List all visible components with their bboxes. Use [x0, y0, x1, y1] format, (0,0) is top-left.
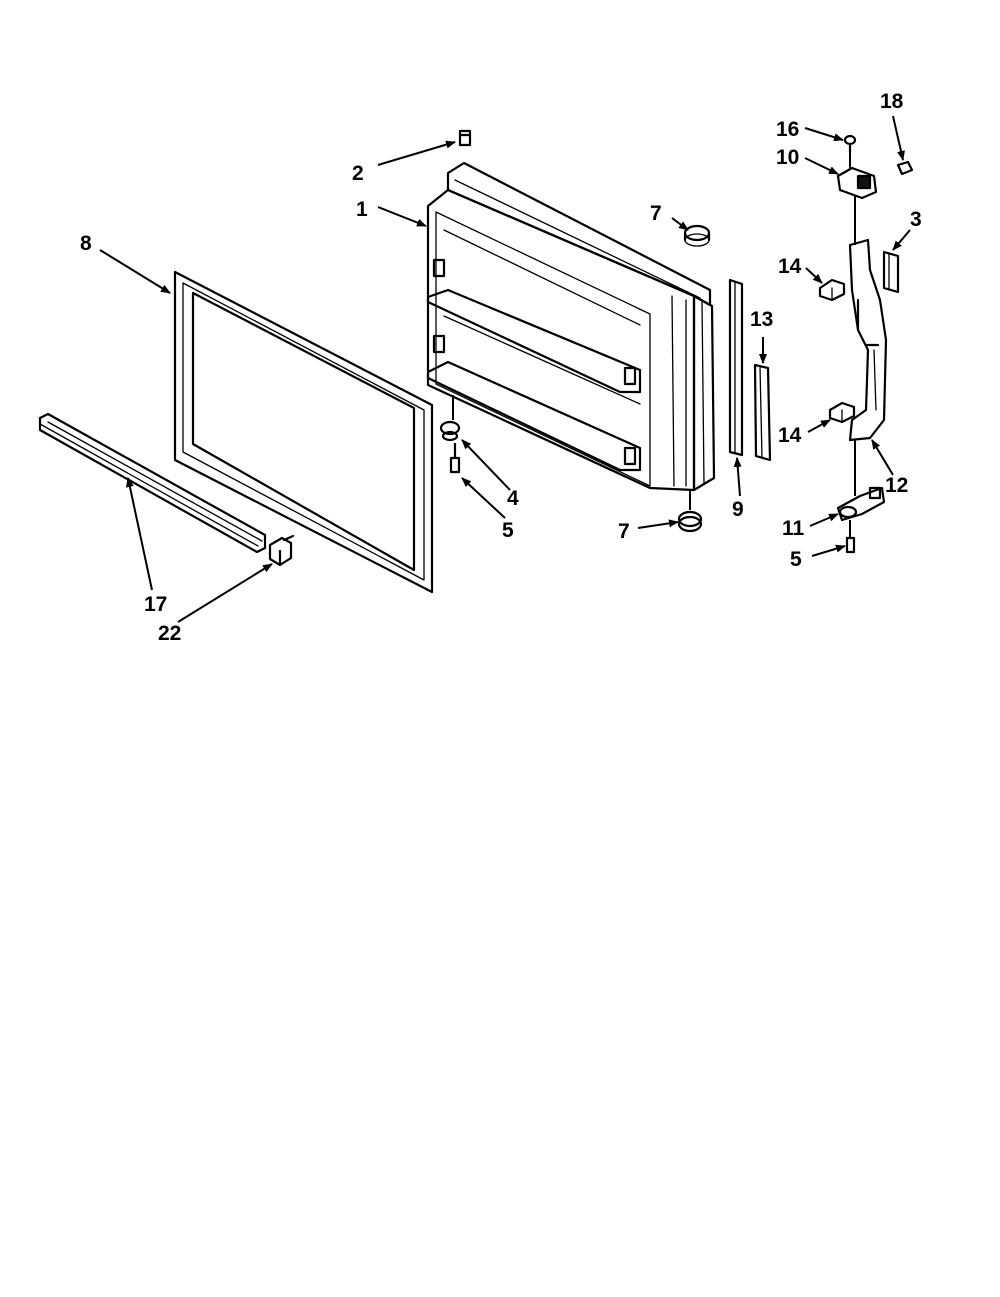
callout-16: 16: [776, 118, 799, 141]
part-screw-upper: [843, 134, 857, 154]
callout-7-bottom: 7: [618, 520, 630, 543]
callout-9: 9: [732, 498, 744, 521]
part-mount-block-lower: [828, 401, 856, 424]
part-hinge-bushing: [439, 420, 461, 442]
part-plug-top: [683, 224, 711, 247]
part-lower-hinge: [836, 486, 886, 522]
callout-14-upper: 14: [778, 255, 802, 278]
part-clip: [268, 534, 295, 567]
callout-4: 4: [507, 487, 519, 510]
part-door-liner: [426, 161, 716, 492]
leader-lines: [99, 115, 911, 623]
callout-17: 17: [144, 593, 167, 616]
callout-13: 13: [750, 308, 773, 331]
callout-5-left: 5: [502, 519, 514, 542]
callout-14-lower: 14: [778, 424, 802, 447]
part-trim-strip: [38, 412, 267, 554]
part-gasket: [173, 270, 434, 594]
part-plug-bottom: [677, 510, 703, 533]
callout-3: 3: [910, 208, 922, 231]
callout-7-top: 7: [650, 202, 662, 225]
part-mount-block-upper: [818, 278, 846, 302]
callout-5-right: 5: [790, 548, 802, 571]
callout-1: 1: [356, 198, 368, 221]
part-upper-hinge: [836, 166, 878, 200]
callout-18: 18: [880, 90, 904, 113]
part-handle: [848, 238, 888, 442]
part-handle-insert: [753, 363, 772, 462]
part-screw-hinge-lower: [845, 536, 856, 554]
part-screw-lower: [449, 442, 461, 474]
callout-2: 2: [352, 162, 364, 185]
callout-11: 11: [782, 517, 805, 540]
callout-8: 8: [80, 232, 92, 255]
part-end-cap: [882, 250, 900, 294]
part-handle-strip: [728, 278, 744, 457]
callout-labels: 2 1 8 7 4 5 7 9 13 17 22 16 18 10 3 14 1…: [80, 90, 922, 645]
callout-10: 10: [776, 146, 799, 169]
callout-22: 22: [158, 622, 181, 645]
callout-12: 12: [885, 474, 908, 497]
part-screw-top: [458, 129, 472, 147]
part-hinge-clip: [896, 160, 914, 176]
